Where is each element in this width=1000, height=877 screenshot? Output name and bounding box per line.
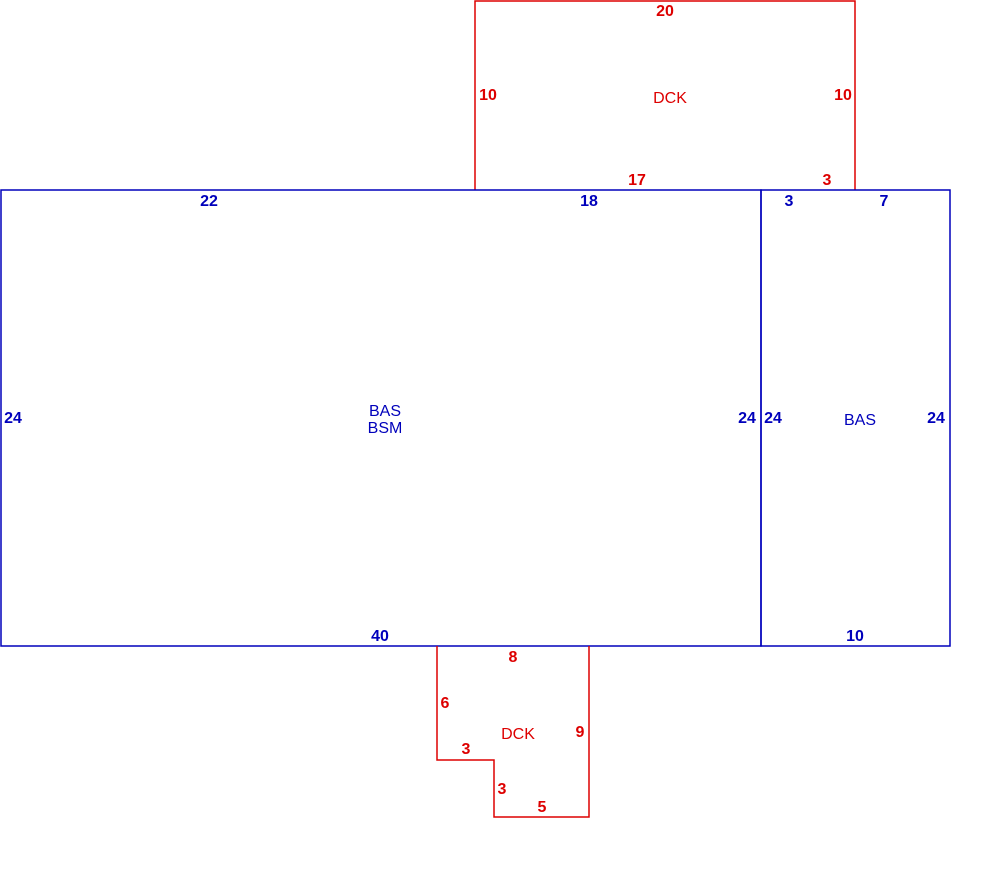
main-area: 22 18 24 24 BAS BSM 40 <box>0 189 762 647</box>
main-dim-left: 24 <box>4 410 22 427</box>
bottom-deck-dim-bottom: 5 <box>538 799 547 816</box>
bottom-deck-dim-notch-width: 3 <box>462 741 471 758</box>
side-dim-right: 24 <box>927 410 945 427</box>
top-deck-dim-right: 10 <box>834 87 852 104</box>
top-deck-code: DCK <box>653 90 687 107</box>
side-area-code: BAS <box>844 412 876 429</box>
top-deck-dim-bottom-right: 3 <box>823 172 832 189</box>
bottom-deck-dim-right: 9 <box>576 724 585 741</box>
main-dim-right: 24 <box>738 410 756 427</box>
main-dim-top-right: 18 <box>580 193 598 210</box>
bottom-deck: 8 6 9 DCK 3 3 5 <box>436 646 590 818</box>
bottom-deck-dim-notch-height: 3 <box>498 781 507 798</box>
side-area-outline <box>760 189 951 647</box>
bottom-deck-code: DCK <box>501 726 535 743</box>
main-area-code-2: BSM <box>368 420 403 437</box>
top-deck-dim-bottom-left: 17 <box>628 172 646 189</box>
side-dim-top-right: 7 <box>880 193 889 210</box>
side-dim-left: 24 <box>764 410 782 427</box>
bottom-deck-outline <box>436 646 590 818</box>
main-dim-top-left: 22 <box>200 193 218 210</box>
top-deck: 20 10 10 DCK 17 3 <box>474 0 856 190</box>
top-deck-dim-top: 20 <box>656 3 674 20</box>
bottom-deck-dim-top: 8 <box>509 649 518 666</box>
main-dim-bottom: 40 <box>371 628 389 645</box>
side-area: 3 7 24 24 BAS 10 <box>760 189 951 647</box>
side-dim-top-left: 3 <box>785 193 794 210</box>
top-deck-dim-left: 10 <box>479 87 497 104</box>
bottom-deck-dim-left: 6 <box>441 695 450 712</box>
main-area-code-1: BAS <box>369 403 401 420</box>
top-deck-outline <box>474 0 856 190</box>
side-dim-bottom: 10 <box>846 628 864 645</box>
